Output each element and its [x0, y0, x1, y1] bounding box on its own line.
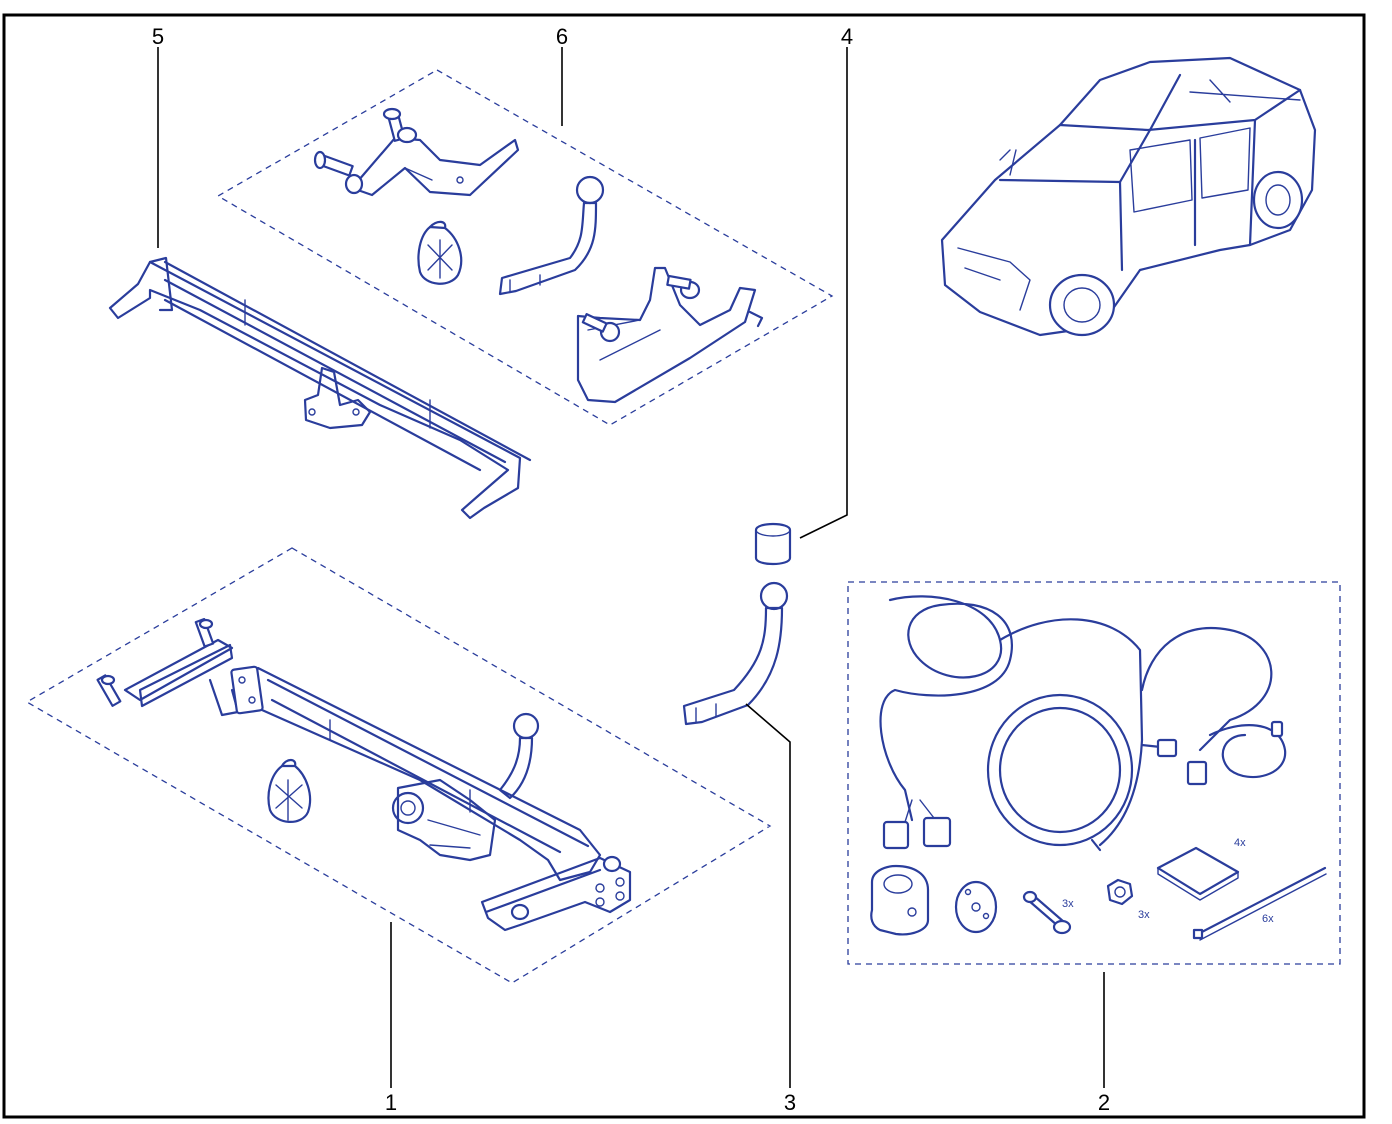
bolt-quantity-label: 3x — [1062, 898, 1074, 910]
callout-5: 5 — [152, 24, 164, 49]
part-1-kit-group — [25, 547, 772, 984]
sedan-car-illustration — [940, 56, 1317, 337]
callout-1: 1 — [385, 1090, 397, 1115]
part-2-cable-tie: 6x — [1192, 866, 1327, 941]
part-2-adhesive-pad: 4x — [1156, 837, 1246, 901]
part-4-ball-cap — [754, 522, 792, 566]
part-2-nut: 3x — [1106, 878, 1150, 921]
part-1-left-brackets — [96, 617, 240, 717]
part-5-cross-beam — [108, 256, 532, 520]
part-6-bracket-right — [576, 266, 764, 404]
callout-4: 4 — [841, 24, 853, 49]
part-1-kit-outline — [25, 547, 772, 984]
cable-tie-quantity-label: 6x — [1262, 913, 1274, 925]
part-6-ball-neck — [498, 175, 605, 296]
part-6-kit-group — [216, 69, 834, 426]
diagram-frame — [2, 13, 1366, 1119]
leader-lines — [157, 47, 1105, 1088]
pad-quantity-label: 4x — [1234, 837, 1246, 849]
part-3-ball-neck — [682, 581, 789, 726]
part-2-kit-outline — [847, 581, 1341, 965]
callout-2: 2 — [1098, 1090, 1110, 1115]
part-2-wiring-harness — [879, 595, 1287, 852]
nut-quantity-label: 3x — [1138, 909, 1150, 921]
leader-4 — [799, 47, 848, 539]
part-6-hardware-bag — [417, 220, 463, 285]
part-1-hardware-bag — [267, 758, 312, 823]
part-2-electrical-kit-group: 3x 3x 4x 6x — [847, 581, 1341, 965]
part-2-bolt: 3x — [1022, 890, 1074, 935]
part-6-bracket-left — [313, 107, 520, 197]
callout-3: 3 — [784, 1090, 796, 1115]
leader-3 — [745, 703, 791, 1088]
part-2-gasket-plate — [954, 880, 998, 934]
part-1-beam-with-ball — [230, 665, 632, 932]
callout-6: 6 — [556, 24, 568, 49]
part-2-trailer-socket — [870, 864, 930, 936]
part-6-kit-outline — [216, 69, 834, 426]
